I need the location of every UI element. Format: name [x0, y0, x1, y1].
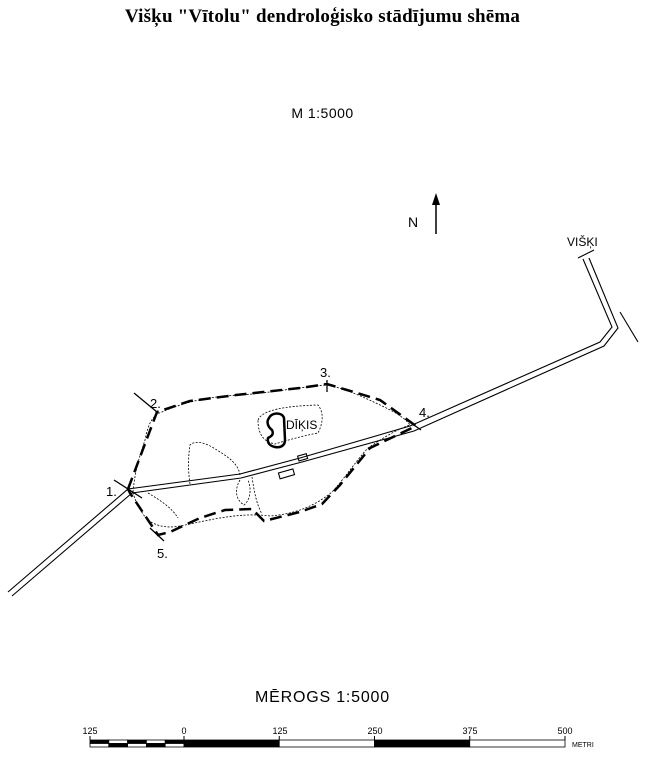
place-label-viski: VIŠĶI [567, 234, 598, 249]
scale-bar: 125 0 125 250 375 500 METRI [82, 726, 593, 749]
scale-segment [469, 739, 566, 748]
main-road [7, 257, 619, 597]
scale-tick-label: 125 [272, 726, 287, 736]
building-icon [277, 453, 309, 480]
scale-segment [127, 739, 147, 744]
scale-segments [89, 736, 566, 748]
inner-boundaries [147, 404, 323, 519]
scale-unit-label: METRI [572, 742, 594, 749]
scale-segment [127, 743, 147, 748]
point-label-4: 4. [419, 405, 430, 420]
scale-segment [145, 739, 166, 744]
scale-segment [89, 739, 110, 744]
scale-tick-labels: 125 0 125 250 375 500 [82, 726, 572, 736]
map-title: Višķu "Vītolu" dendroloģisko stādījumu s… [124, 6, 521, 27]
point-label-5: 5. [157, 546, 168, 561]
scale-tick-label: 125 [82, 726, 97, 736]
point-label-1: 1. [106, 484, 117, 499]
north-label: N [408, 214, 419, 230]
scale-segment [374, 739, 471, 748]
road-end-marks [577, 249, 639, 343]
north-arrow-icon [432, 193, 440, 234]
scale-segment [164, 739, 185, 744]
point-label-2: 2. [150, 396, 161, 411]
scale-segment [108, 739, 129, 744]
place-label-pond: DĪĶIS [286, 418, 317, 432]
scale-ratio-top: M 1:5000 [291, 105, 354, 121]
scale-segment [108, 743, 129, 748]
tree-area-outline [132, 384, 411, 528]
site-boundary [126, 382, 419, 537]
scale-bar-label: MĒROGS 1:5000 [255, 689, 390, 706]
scale-tick-label: 500 [557, 726, 572, 736]
scale-tick-label: 0 [181, 726, 186, 736]
scale-tick-label: 375 [462, 726, 477, 736]
point-markers [113, 380, 422, 542]
scale-segment [183, 739, 280, 748]
scale-segment [164, 743, 185, 748]
scale-segment [89, 743, 110, 748]
scale-tick-label: 250 [367, 726, 382, 736]
scale-segment [145, 743, 166, 748]
pond-outline [266, 412, 287, 449]
point-label-3: 3. [320, 365, 331, 380]
scale-segment [278, 739, 375, 748]
